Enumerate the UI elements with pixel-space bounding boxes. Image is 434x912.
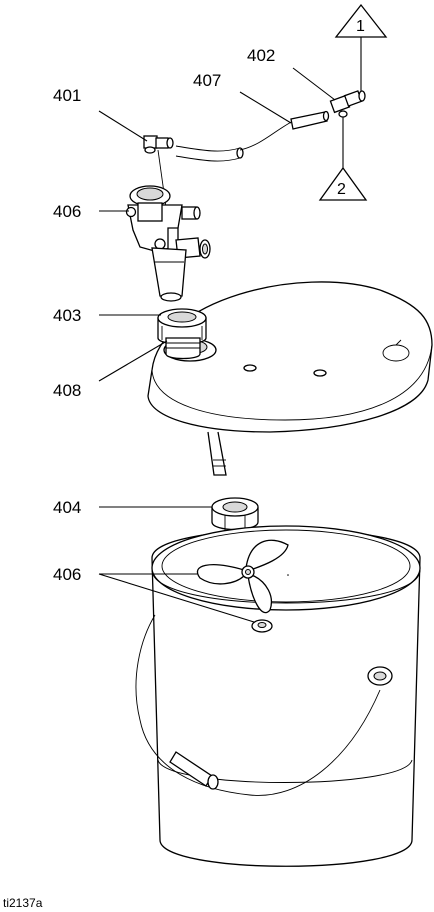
callout-406-top: 406 bbox=[53, 202, 81, 221]
callout-401: 401 bbox=[53, 86, 81, 105]
reference-triangle-2: 2 bbox=[320, 115, 366, 200]
mixer-shaft bbox=[208, 432, 226, 475]
callout-402: 402 bbox=[247, 46, 275, 65]
nut-404 bbox=[212, 498, 258, 530]
triangle-2-number: 2 bbox=[337, 181, 346, 198]
tube-407 bbox=[176, 112, 329, 162]
callout-407: 407 bbox=[193, 71, 221, 90]
air-motor-406 bbox=[127, 186, 211, 301]
pail bbox=[136, 526, 420, 866]
adapter-408 bbox=[166, 338, 200, 359]
figure-id: ti2137a bbox=[3, 896, 43, 910]
fitting-402 bbox=[330, 91, 365, 117]
triangle-1-number: 1 bbox=[356, 18, 365, 35]
callout-403: 403 bbox=[53, 306, 81, 325]
callout-406-bottom: 406 bbox=[53, 565, 81, 584]
reference-triangle-1: 1 bbox=[336, 5, 386, 95]
callout-404: 404 bbox=[53, 498, 81, 517]
callout-408: 408 bbox=[53, 381, 81, 400]
